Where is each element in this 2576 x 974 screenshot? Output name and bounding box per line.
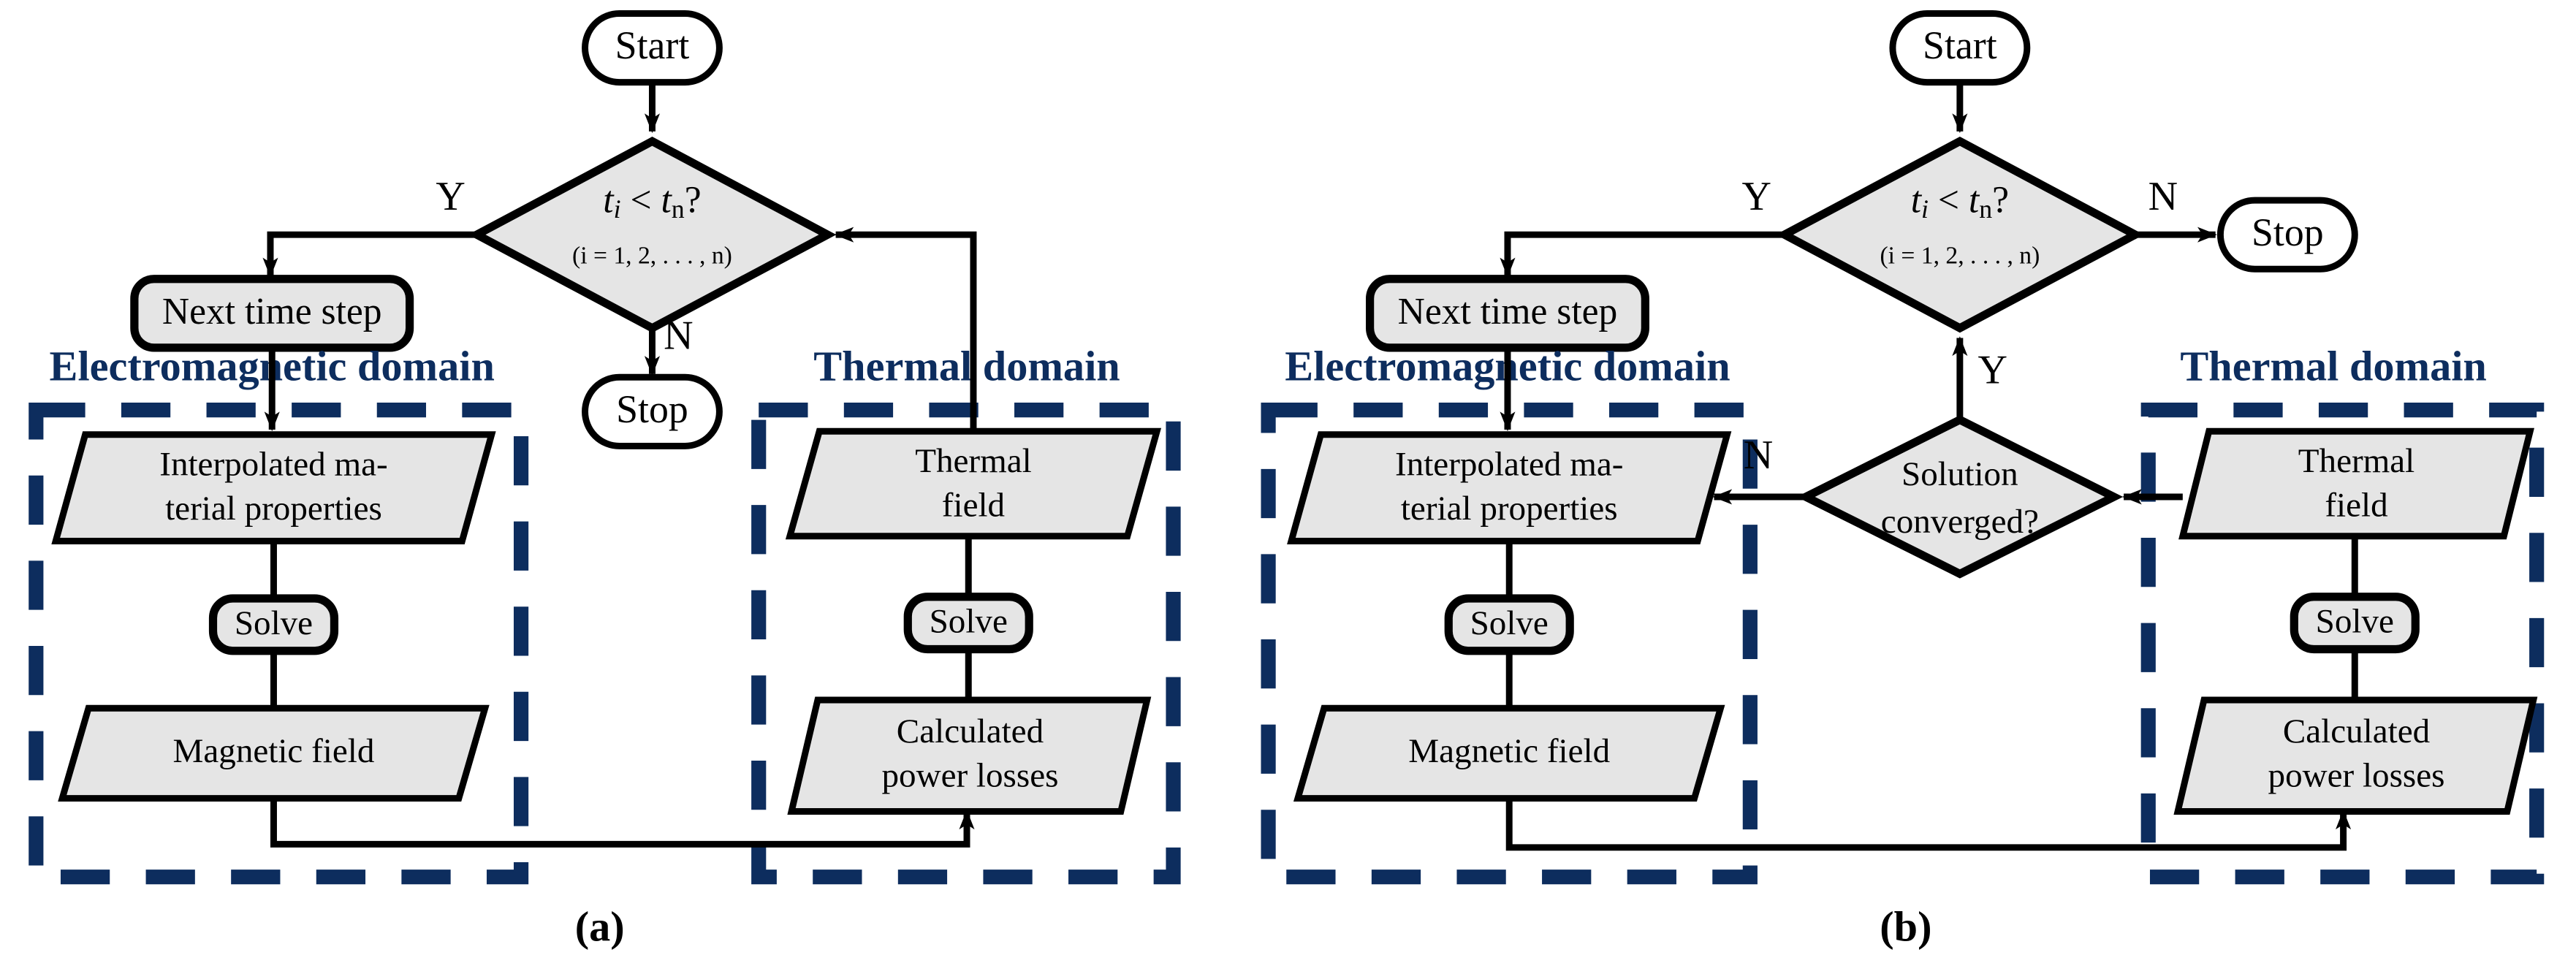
magnetic-field-node-b: [1293, 704, 1725, 802]
thermal-domain-region-b: [2140, 403, 2545, 885]
interpolated-properties-line1-a: Interpolated ma-: [159, 445, 387, 483]
convergence-decision-diamond-b: [1796, 415, 2124, 579]
power-losses-node-a: [787, 696, 1152, 815]
branch-label-no-left-b: N: [1744, 433, 1773, 478]
thermal-field-node-b: [2178, 427, 2534, 540]
start-label-b: Start: [1923, 23, 1997, 67]
stop-label-a: Stop: [616, 387, 688, 431]
thermal-field-line1-b: Thermal: [2298, 442, 2414, 480]
em-domain-region-a: [29, 403, 529, 885]
branch-label-yes-b: Y: [1742, 174, 1771, 219]
magnetic-field-label-b: Magnetic field: [1408, 732, 1610, 770]
em-domain-region-b: [1261, 403, 1758, 885]
next-time-step-label-b: Next time step: [1398, 291, 1618, 332]
panel-b: Start ti < tn? (i = 1, 2, . . . , n) Y N…: [1261, 9, 2545, 951]
interpolated-properties-line2-a: terial properties: [165, 490, 382, 528]
thermal-domain-label-a: Thermal domain: [813, 343, 1120, 390]
start-label-a: Start: [615, 23, 690, 67]
time-decision-range-a: (i = 1, 2, . . . , n): [572, 242, 732, 269]
magnetic-field-node-a: [58, 704, 490, 802]
power-losses-node-b: [2173, 696, 2538, 815]
interpolated-properties-line1-b: Interpolated ma-: [1395, 445, 1623, 483]
interpolated-properties-node-a: [51, 431, 496, 544]
branch-label-yes-a: Y: [436, 174, 465, 219]
time-decision-diamond-b: [1776, 137, 2144, 333]
panel-a: Start ti < tn? (i = 1, 2, . . . , n) Y N…: [29, 9, 1181, 951]
panel-caption-a: (a): [575, 903, 625, 951]
power-losses-line1-a: Calculated: [897, 712, 1044, 750]
power-losses-line2-a: power losses: [882, 756, 1059, 794]
thermal-field-line1-a: Thermal: [915, 442, 1031, 480]
edge-yes-to-next-step-b: [1500, 231, 1785, 278]
next-time-step-label-a: Next time step: [162, 291, 382, 332]
thermal-field-line2-b: field: [2325, 486, 2387, 524]
edge-yes-to-next-step-a: [262, 231, 477, 278]
solve-em-label-a: Solve: [235, 604, 313, 642]
time-decision-expr-a: ti < tn?: [603, 179, 701, 224]
interpolated-properties-line2-b: terial properties: [1401, 490, 1618, 528]
solve-thermal-label-a: Solve: [930, 603, 1008, 641]
branch-label-no-a: N: [664, 313, 693, 359]
time-decision-range-b: (i = 1, 2, . . . , n): [1880, 242, 2040, 269]
time-decision-expr-b: ti < tn?: [1911, 179, 2009, 224]
branch-label-yes-up-b: Y: [1977, 348, 2007, 393]
edge-thermal-to-decision-a: [834, 227, 977, 432]
edge-magnetic-to-losses-b: [1505, 798, 2352, 851]
solve-thermal-label-b: Solve: [2316, 603, 2394, 641]
thermal-field-node-a: [785, 427, 1162, 540]
interpolated-properties-node-b: [1287, 431, 1732, 544]
stop-node-a: [582, 373, 723, 449]
edge-magnetic-to-losses-a: [270, 798, 975, 848]
thermal-field-line2-a: field: [942, 486, 1005, 524]
convergence-line1-b: Solution: [1901, 455, 2018, 493]
solve-em-label-b: Solve: [1470, 604, 1549, 642]
thermal-domain-label-b: Thermal domain: [2180, 343, 2486, 390]
power-losses-line1-b: Calculated: [2283, 712, 2430, 750]
panel-caption-b: (b): [1880, 903, 1931, 951]
stop-node-b: [2216, 197, 2358, 273]
magnetic-field-label-a: Magnetic field: [173, 732, 375, 770]
thermal-domain-box-a: [751, 403, 1181, 885]
stop-label-b: Stop: [2252, 210, 2324, 254]
branch-label-no-b: N: [2148, 174, 2178, 219]
convergence-line2-b: converged?: [1881, 503, 2039, 541]
power-losses-line2-b: power losses: [2268, 756, 2445, 794]
